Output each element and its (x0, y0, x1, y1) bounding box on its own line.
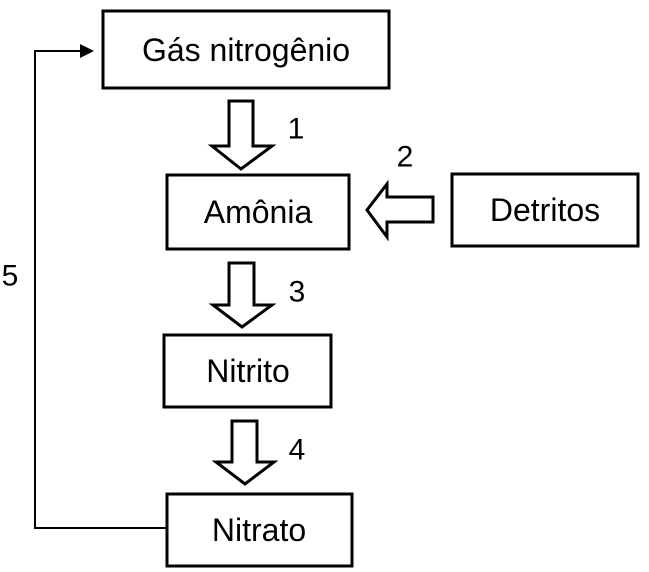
node-detritos: Detritos (450, 172, 640, 248)
arrow-step-5-line (34, 50, 167, 529)
step-label-3: 3 (289, 276, 306, 309)
node-nitrato: Nitrato (165, 492, 354, 568)
node-nitrito-label: Nitrito (206, 353, 290, 389)
node-detritos-label: Detritos (490, 192, 600, 228)
node-nitrito: Nitrito (162, 333, 333, 409)
arrow-step-4 (211, 419, 279, 486)
node-gas-nitrogenio: Gás nitrogênio (101, 9, 391, 90)
step-label-2: 2 (397, 141, 414, 174)
arrow-step-1 (207, 99, 277, 171)
node-amonia: Amônia (165, 173, 351, 251)
step-label-5: 5 (2, 260, 19, 293)
arrow-step-3 (208, 261, 277, 329)
step-label-4: 4 (289, 434, 306, 467)
step-label-1: 1 (288, 113, 305, 146)
arrow-step-5-head (80, 44, 94, 58)
node-amonia-label: Amônia (204, 194, 313, 230)
node-gas-nitrogenio-label: Gás nitrogênio (142, 32, 350, 68)
node-nitrato-label: Nitrato (212, 512, 306, 548)
arrow-step-2 (365, 179, 435, 242)
